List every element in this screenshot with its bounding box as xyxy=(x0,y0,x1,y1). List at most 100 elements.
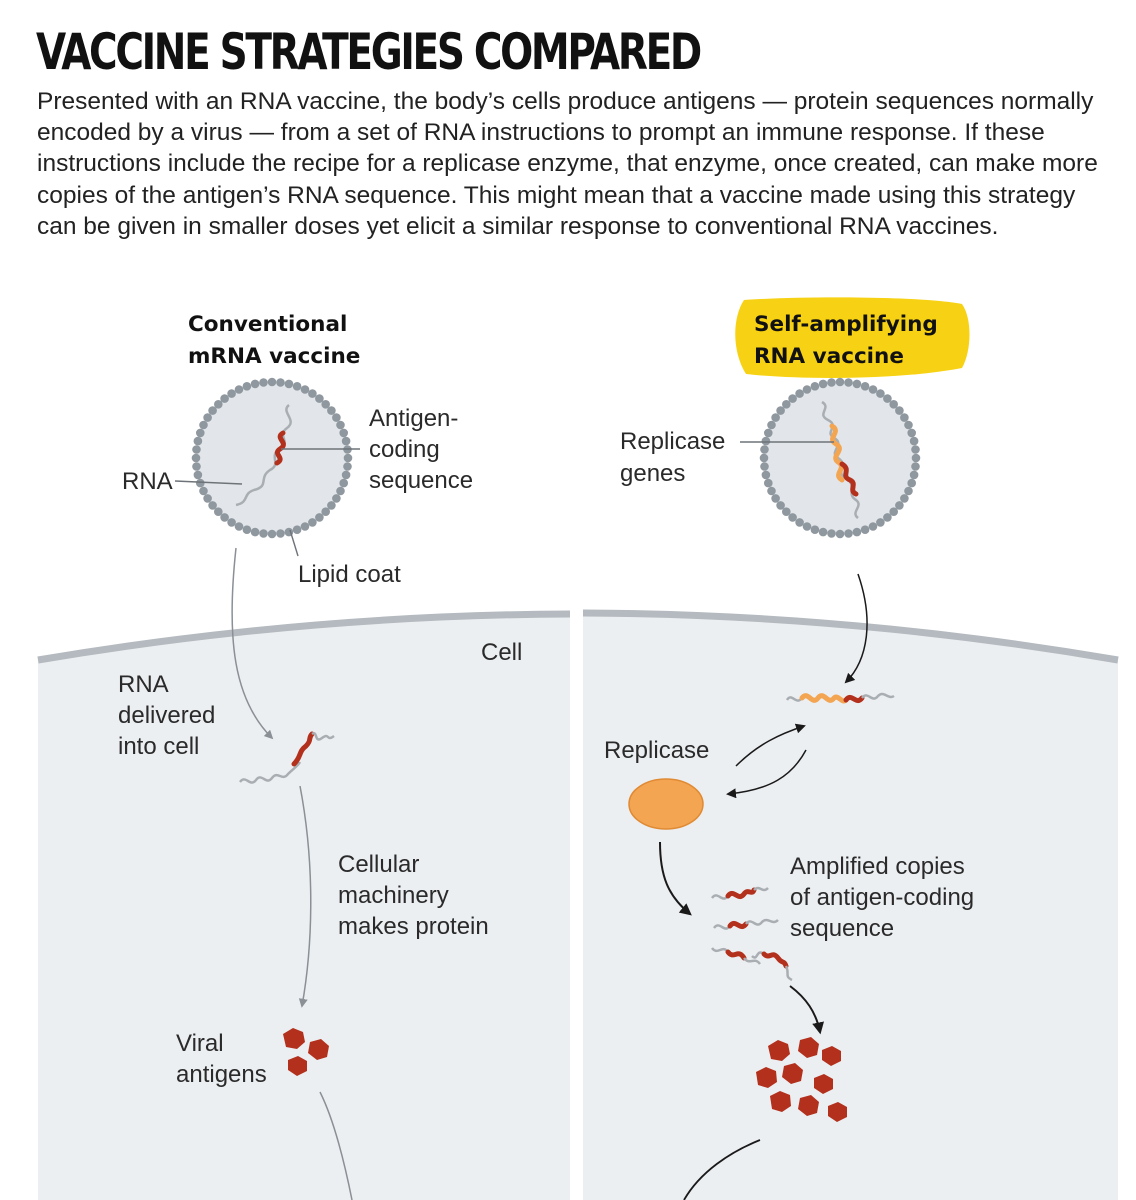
amplified-rna-copies xyxy=(711,886,793,982)
lipid-dot xyxy=(321,507,331,516)
lipid-dot xyxy=(776,501,785,510)
lipid-dot xyxy=(343,453,353,463)
arrow-to-protein xyxy=(298,785,312,1008)
lipid-dot xyxy=(300,385,310,394)
lipid-dot xyxy=(911,453,921,463)
lipid-dot xyxy=(227,518,236,527)
lipid-dot xyxy=(876,389,885,398)
lipid-dot xyxy=(868,385,878,394)
lipid-dot xyxy=(764,478,773,488)
lipid-dot xyxy=(250,527,260,537)
lipid-dot xyxy=(759,453,769,463)
amplified-copies-label: Amplified copies of antigen-coding seque… xyxy=(790,853,981,942)
lipid-dot xyxy=(214,507,223,516)
lipid-dot xyxy=(782,507,791,516)
lipid-dot xyxy=(343,462,352,471)
lipid-dot xyxy=(883,513,892,522)
lipid-dot xyxy=(835,529,845,539)
lipid-dot xyxy=(883,394,892,403)
arrow-rna-into-cell xyxy=(231,547,274,740)
lipid-dot xyxy=(300,522,310,531)
lipid-dot xyxy=(192,445,201,454)
cellular-machinery-label: Cellular machinery makes protein xyxy=(338,851,489,940)
arrow-to-antigens xyxy=(789,985,824,1035)
lipid-dot xyxy=(327,501,336,510)
lipid-dot xyxy=(889,507,898,516)
lipid-dot xyxy=(276,378,285,387)
viral-antigens-label: Viral antigens xyxy=(176,1030,267,1088)
lipid-dot xyxy=(336,420,345,430)
lipid-dot xyxy=(193,436,203,446)
lipid-dot xyxy=(904,486,913,496)
lipid-dot xyxy=(332,413,341,422)
lipid-dot xyxy=(844,378,853,387)
lipid-dot xyxy=(761,470,771,480)
lipid-dot xyxy=(220,394,229,403)
lipid-dot xyxy=(895,406,904,415)
rna-copy xyxy=(751,951,793,982)
viral-antigen-cluster-right xyxy=(756,1037,847,1122)
lipid-dot xyxy=(911,462,920,471)
rna-copy xyxy=(711,886,769,900)
cell-right xyxy=(582,609,1119,1200)
lipid-dot xyxy=(341,436,351,446)
lipid-dot xyxy=(802,385,812,394)
lipid-dot xyxy=(827,529,836,538)
replicase-enzyme xyxy=(628,778,704,830)
antigen-coding-segment xyxy=(839,461,859,497)
lipid-coat-dots xyxy=(759,377,921,539)
arrow-rna-to-replicase xyxy=(726,749,807,799)
self-amplifying-heading: Self-amplifying RNA vaccine xyxy=(754,312,945,369)
highlight-marker xyxy=(735,297,970,378)
lipid-dot xyxy=(827,378,836,387)
lipid-dot xyxy=(284,379,294,389)
lipid-dot xyxy=(193,470,203,480)
intro-paragraph: Presented with an RNA vaccine, the body’… xyxy=(37,88,1098,240)
lipid-dot xyxy=(214,400,223,409)
self-amplifying-lipid-particle xyxy=(759,377,921,539)
lipid-dot xyxy=(795,389,804,398)
viral-antigen-cluster-left xyxy=(283,1028,329,1076)
arrow-amplification xyxy=(659,841,692,916)
lipid-dot xyxy=(760,462,769,471)
lipid-dot xyxy=(220,513,229,522)
lipid-dot xyxy=(276,529,285,538)
lipid-dot xyxy=(341,470,351,480)
lipid-coat-dots xyxy=(191,377,353,539)
conventional-heading: Conventional mRNA vaccine xyxy=(188,312,360,369)
lipid-dot xyxy=(234,385,244,394)
lipid-dot xyxy=(860,525,870,534)
lipid-dot xyxy=(203,413,212,422)
cell-left xyxy=(37,610,571,1200)
lipid-dot xyxy=(868,522,878,531)
lipid-dot xyxy=(321,400,331,409)
lipid-dot xyxy=(339,478,349,488)
lipid-dot xyxy=(788,513,797,522)
lipid-dot xyxy=(909,436,919,446)
lipid-dot xyxy=(771,413,780,422)
lipid-dot xyxy=(771,494,780,503)
leaving-line-left xyxy=(319,1091,353,1200)
lipid-dot xyxy=(339,428,349,438)
lipid-dot xyxy=(818,527,828,537)
lipid-dot xyxy=(315,513,324,522)
particle-rna-strand xyxy=(235,404,292,507)
antigen-coding-segment xyxy=(274,430,286,466)
leader-lipid xyxy=(289,529,299,557)
lipid-dot xyxy=(196,428,205,438)
lipid-dot xyxy=(336,486,345,496)
rna-in-cell-right xyxy=(785,692,895,704)
lipid-dot xyxy=(292,382,302,391)
cell-label: Cell xyxy=(481,639,522,666)
lipid-dot xyxy=(900,494,909,503)
lipid-coat-label: Lipid coat xyxy=(298,561,401,588)
lipid-dot xyxy=(192,462,201,471)
leader-rna xyxy=(174,480,243,485)
lipid-dot xyxy=(782,400,791,409)
arrow-rna-into-cell-right xyxy=(844,573,868,684)
lipid-dot xyxy=(259,529,268,538)
lipid-dot xyxy=(227,389,236,398)
lipid-dot xyxy=(904,420,913,430)
leaving-line-right xyxy=(683,1139,761,1200)
